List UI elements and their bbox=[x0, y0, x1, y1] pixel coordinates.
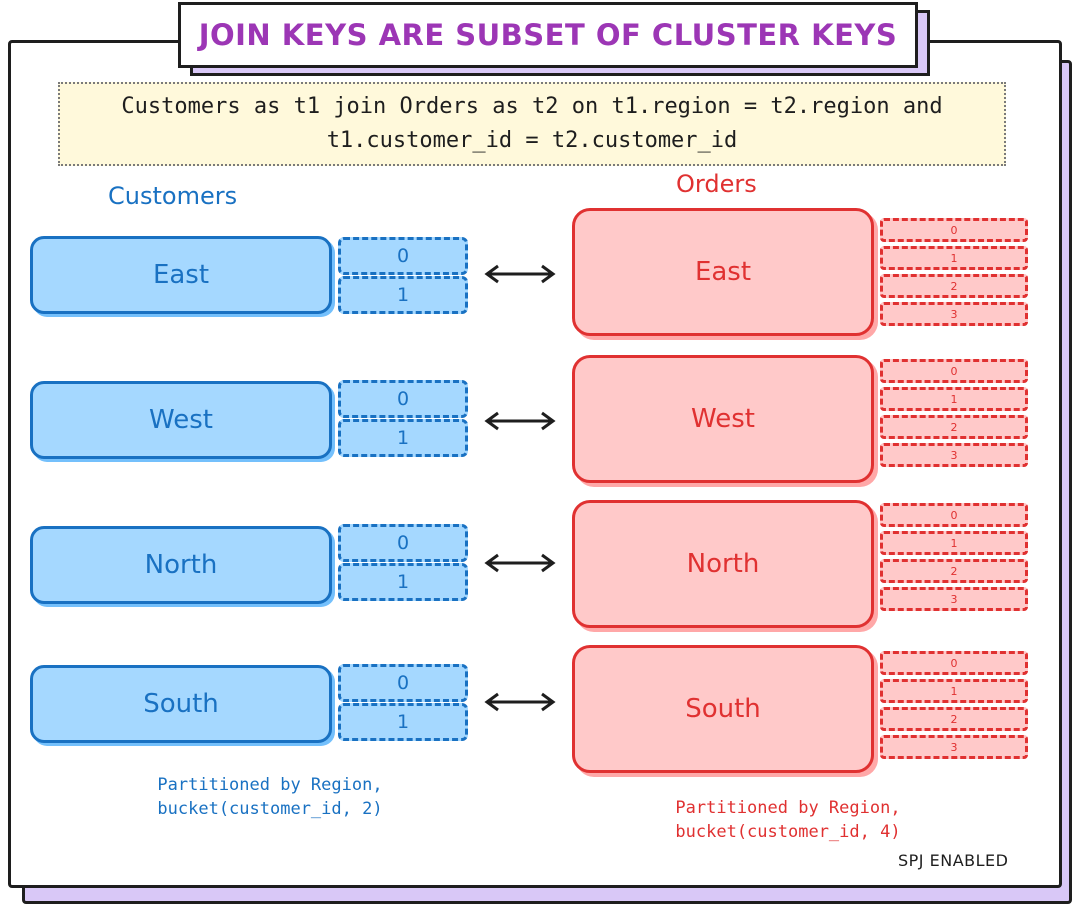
customers-region-north: North bbox=[30, 526, 332, 604]
orders-west-bucket-0: 0 bbox=[880, 359, 1028, 383]
customers-south-bucket-1: 1 bbox=[338, 703, 468, 741]
orders-north-bucket-1: 1 bbox=[880, 531, 1028, 555]
orders-south-bucket-3: 3 bbox=[880, 735, 1028, 759]
join-query: Customers as t1 join Orders as t2 on t1.… bbox=[67, 90, 997, 158]
page-title: JOIN KEYS ARE SUBSET OF CLUSTER KEYS bbox=[198, 18, 898, 52]
spj-badge: SPJ ENABLED bbox=[898, 851, 1009, 870]
title-banner: JOIN KEYS ARE SUBSET OF CLUSTER KEYS bbox=[178, 2, 918, 68]
customers-north-bucket-0: 0 bbox=[338, 524, 468, 562]
orders-north-bucket-0: 0 bbox=[880, 503, 1028, 527]
join-arrow-north bbox=[484, 553, 556, 573]
customers-east-bucket-1: 1 bbox=[338, 276, 468, 314]
orders-partition-note: Partitioned by Region, bucket(customer_i… bbox=[638, 796, 938, 844]
join-arrow-south bbox=[484, 692, 556, 712]
orders-east-bucket-3: 3 bbox=[880, 302, 1028, 326]
orders-region-south: South bbox=[572, 645, 874, 773]
join-query-line-2: t1.customer_id = t2.customer_id bbox=[326, 128, 738, 153]
orders-note-line-1: Partitioned by Region, bbox=[675, 798, 901, 818]
orders-south-bucket-0: 0 bbox=[880, 651, 1028, 675]
orders-west-bucket-1: 1 bbox=[880, 387, 1028, 411]
orders-north-bucket-2: 2 bbox=[880, 559, 1028, 583]
orders-heading: Orders bbox=[676, 170, 757, 198]
orders-region-north: North bbox=[572, 500, 874, 628]
customers-region-west: West bbox=[30, 381, 332, 459]
orders-region-west: West bbox=[572, 355, 874, 483]
customers-north-bucket-1: 1 bbox=[338, 563, 468, 601]
customers-note-line-1: Partitioned by Region, bbox=[157, 775, 383, 795]
join-query-box: Customers as t1 join Orders as t2 on t1.… bbox=[58, 82, 1006, 166]
orders-west-bucket-3: 3 bbox=[880, 443, 1028, 467]
customers-south-bucket-0: 0 bbox=[338, 664, 468, 702]
customers-region-east: East bbox=[30, 236, 332, 314]
orders-note-line-2: bucket(customer_id, 4) bbox=[675, 822, 901, 842]
customers-west-bucket-0: 0 bbox=[338, 380, 468, 418]
orders-west-bucket-2: 2 bbox=[880, 415, 1028, 439]
customers-note-line-2: bucket(customer_id, 2) bbox=[157, 799, 383, 819]
customers-east-bucket-0: 0 bbox=[338, 237, 468, 275]
customers-west-bucket-1: 1 bbox=[338, 419, 468, 457]
customers-region-south: South bbox=[30, 665, 332, 743]
orders-east-bucket-1: 1 bbox=[880, 246, 1028, 270]
orders-south-bucket-2: 2 bbox=[880, 707, 1028, 731]
orders-east-bucket-0: 0 bbox=[880, 218, 1028, 242]
join-arrow-west bbox=[484, 411, 556, 431]
orders-north-bucket-3: 3 bbox=[880, 587, 1028, 611]
join-query-line-1: Customers as t1 join Orders as t2 on t1.… bbox=[121, 94, 943, 119]
customers-partition-note: Partitioned by Region, bucket(customer_i… bbox=[120, 773, 420, 821]
join-arrow-east bbox=[484, 264, 556, 284]
orders-south-bucket-1: 1 bbox=[880, 679, 1028, 703]
orders-east-bucket-2: 2 bbox=[880, 274, 1028, 298]
customers-heading: Customers bbox=[108, 182, 238, 210]
orders-region-east: East bbox=[572, 208, 874, 336]
